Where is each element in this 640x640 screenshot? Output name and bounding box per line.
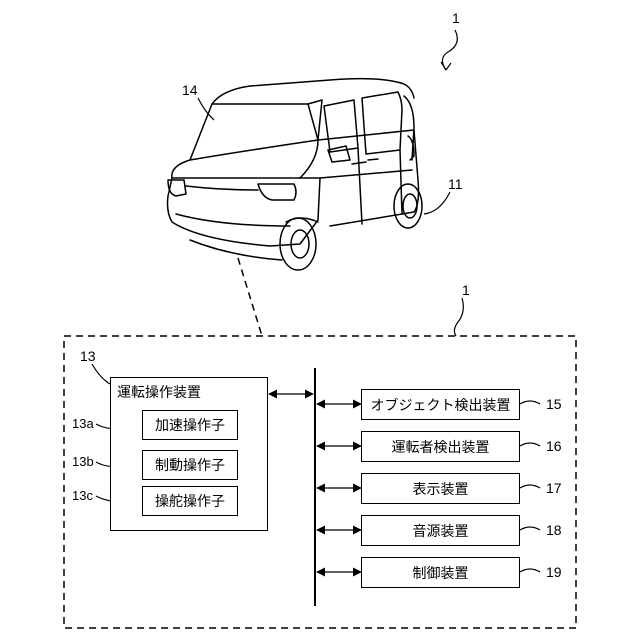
leader-19 — [520, 569, 540, 572]
ref-wheel: 11 — [448, 176, 463, 192]
ref-vehicle-body: 14 — [182, 82, 198, 98]
leader-11 — [424, 192, 450, 214]
leader-14 — [198, 98, 214, 120]
vehicle-illustration — [168, 79, 423, 270]
vehicle-windshield — [190, 104, 318, 160]
ref-system-top: 1 — [452, 10, 460, 26]
vehicle-side-window-rear — [362, 92, 402, 154]
ref-object-detection: 15 — [546, 396, 562, 412]
vehicle-to-system-dashed — [238, 258, 262, 336]
vehicle-side-window-front — [324, 100, 358, 152]
brake-operator-box: 制動操作子 — [142, 450, 238, 480]
vehicle-headlight-right — [258, 184, 296, 200]
ref-display: 17 — [546, 480, 562, 496]
steering-operator-box: 操舵操作子 — [142, 486, 238, 516]
ref-sound-source: 18 — [546, 522, 562, 538]
ref-brake-operator: 13b — [72, 454, 94, 470]
sound-source-box: 音源装置 — [361, 515, 520, 546]
ref-driver-detection: 16 — [546, 438, 562, 454]
display-box: 表示装置 — [361, 473, 520, 504]
ref-steering-operator: 13c — [72, 488, 93, 504]
accel-operator-box: 加速操作子 — [142, 410, 238, 440]
leader-17 — [520, 485, 540, 488]
vehicle-mirror — [328, 146, 350, 162]
vehicle-rear-wheel — [394, 184, 422, 228]
control-box: 制御装置 — [361, 557, 520, 588]
leader-18 — [520, 527, 540, 530]
leader-15 — [520, 401, 540, 404]
driving-operation-device-label: 運転操作装置 — [117, 382, 201, 402]
leader-16 — [520, 443, 540, 446]
driver-detection-box: 運転者検出装置 — [361, 431, 520, 462]
ref-system-box: 1 — [462, 282, 470, 298]
ref-driving-operation-device: 13 — [80, 348, 96, 364]
leader-1-box — [454, 298, 463, 336]
ref-accel-operator: 13a — [72, 416, 94, 432]
vehicle-roof — [212, 79, 414, 104]
vehicle-front — [168, 178, 321, 246]
object-detection-box: オブジェクト検出装置 — [361, 389, 520, 420]
leader-13 — [92, 364, 110, 384]
ref-control: 19 — [546, 564, 562, 580]
